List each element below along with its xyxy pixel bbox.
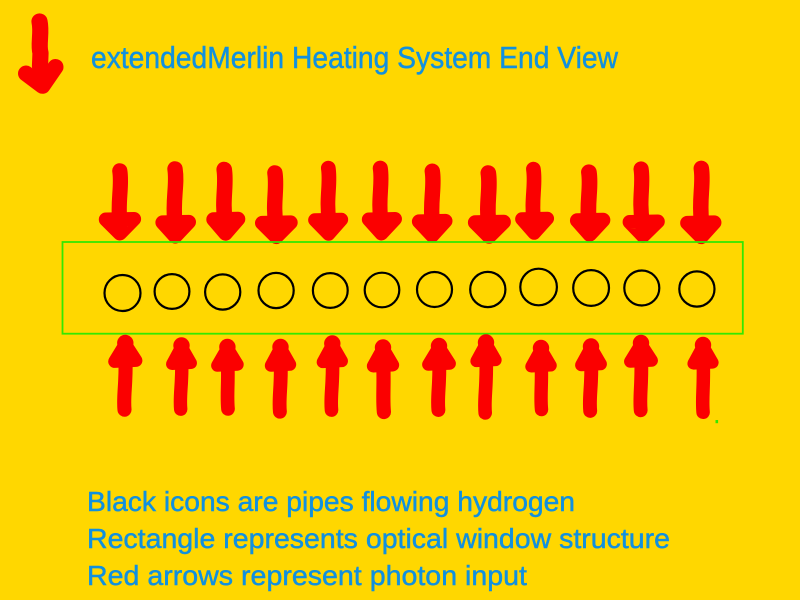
svg-text:extendedMerlin Heating System: extendedMerlin Heating System End View [91, 40, 619, 75]
svg-text:Red arrows represent photon in: Red arrows represent photon input [87, 560, 527, 591]
svg-text:Black icons are pipes flowing: Black icons are pipes flowing hydrogen [87, 486, 575, 517]
svg-text:Rectangle represents optical w: Rectangle represents optical window stru… [87, 523, 670, 554]
